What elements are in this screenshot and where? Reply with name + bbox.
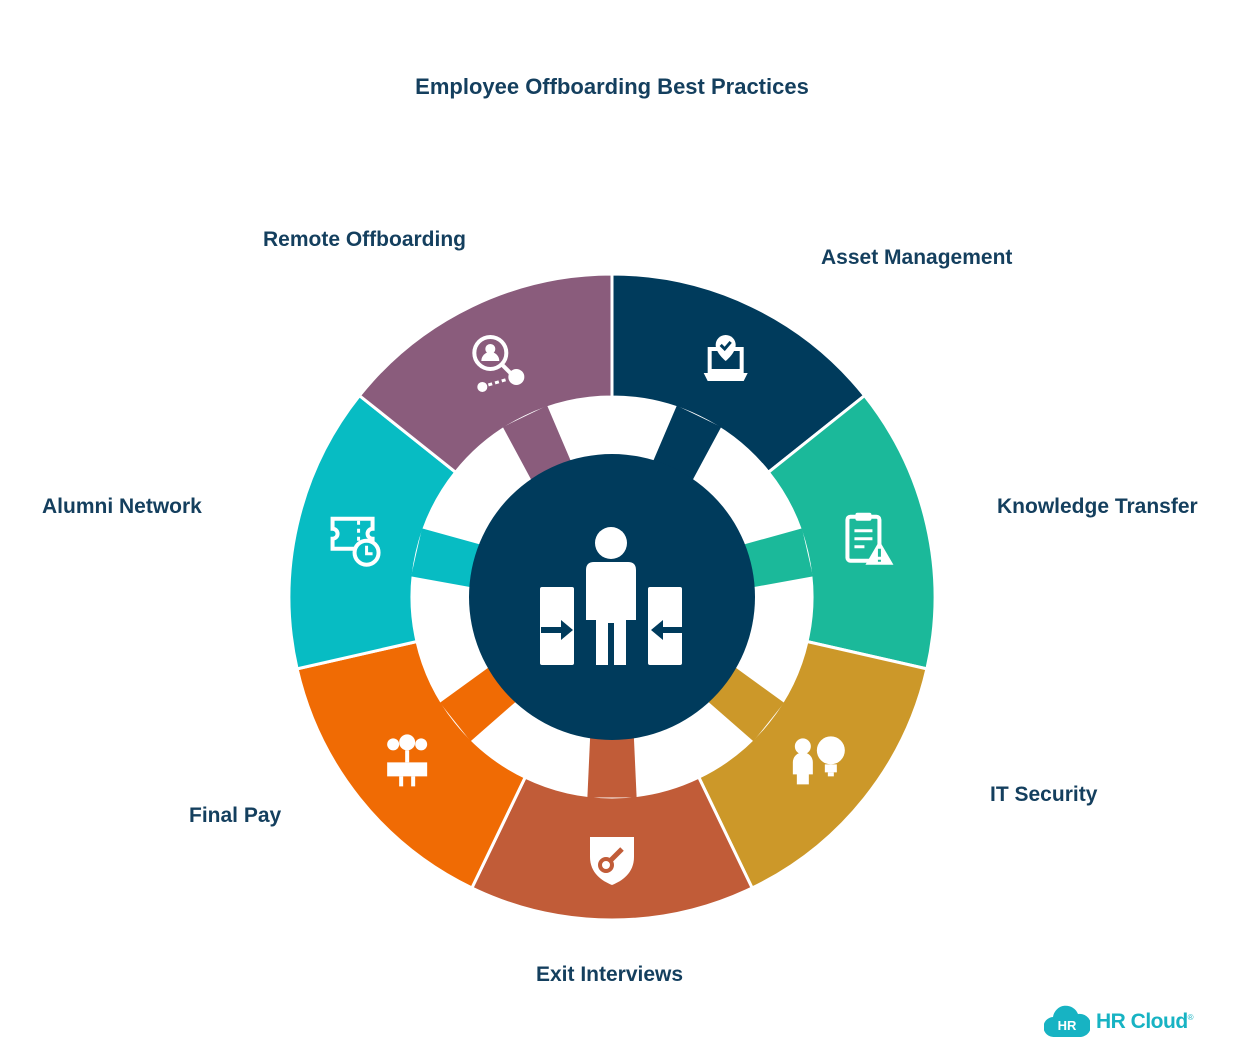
hr-cloud-logo: HR HR Cloud®: [1044, 1003, 1194, 1041]
label-it-security: IT Security: [990, 783, 1098, 806]
registered-mark: ®: [1187, 1013, 1194, 1022]
label-alumni-network: Alumni Network: [42, 495, 202, 518]
label-remote-offboarding: Remote Offboarding: [263, 228, 466, 251]
segment-connector: [651, 405, 722, 483]
clipboard-warning-icon: [845, 512, 894, 565]
segment-connector: [439, 665, 519, 742]
label-final-pay: Final Pay: [189, 804, 282, 827]
cloud-logo-icon: HR: [1044, 1005, 1090, 1038]
diagram-title: Employee Offboarding Best Practices: [415, 74, 809, 99]
segment-connector: [411, 528, 483, 588]
person-entering-exiting-doors-icon: [540, 527, 683, 665]
segment-connector: [502, 405, 573, 483]
person-lightbulb-icon: [792, 736, 845, 785]
interview-microphones-icon: [387, 734, 428, 787]
label-knowledge-transfer: Knowledge Transfer: [997, 495, 1198, 518]
segment-connector: [741, 528, 813, 588]
laptop-location-check-icon: [703, 334, 748, 381]
brand-name: HR Cloud: [1096, 1010, 1188, 1033]
network-search-person-icon: [472, 334, 525, 392]
label-asset-management: Asset Management: [821, 246, 1013, 269]
segment-connector: [705, 665, 785, 742]
shield-key-icon: [590, 837, 634, 885]
logo-mark: HR: [1058, 1018, 1077, 1033]
label-exit-interviews: Exit Interviews: [536, 963, 684, 986]
segment-connector: [587, 734, 637, 798]
segment-alumni-network: [357, 272, 614, 475]
paycheck-ticket-clock-icon: [330, 516, 381, 567]
